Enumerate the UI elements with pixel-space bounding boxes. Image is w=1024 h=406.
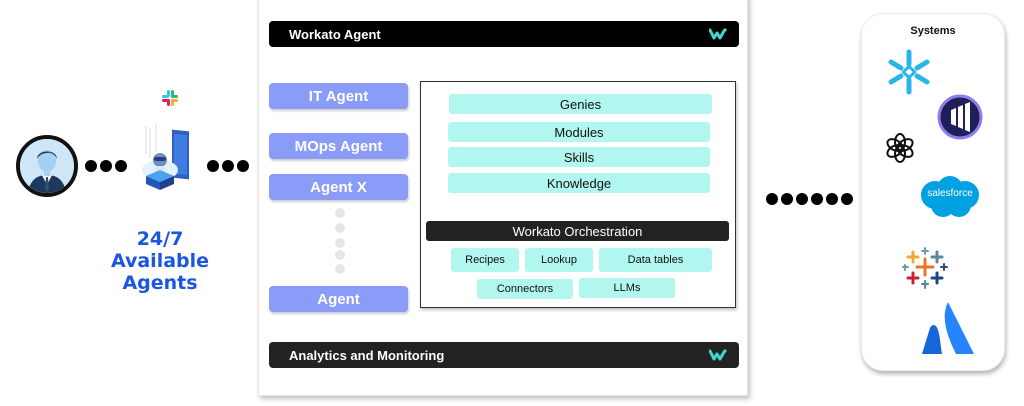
- header-title: Workato Agent: [289, 26, 381, 42]
- marketo-logo-icon: [937, 94, 983, 140]
- connector-dots-bot-agent: [207, 160, 249, 172]
- slack-icon: [161, 89, 179, 107]
- workato-logo-icon: [708, 346, 727, 365]
- agent-mops[interactable]: MOps Agent: [269, 133, 408, 159]
- ellipsis-dot: [335, 208, 345, 218]
- agent-x[interactable]: Agent X: [269, 174, 408, 200]
- footer-title: Analytics and Monitoring: [289, 347, 445, 363]
- capability-label: Knowledge: [546, 175, 612, 191]
- atlassian-logo-icon: [922, 300, 976, 356]
- salesforce-label: salesforce: [927, 188, 973, 199]
- capability-genies[interactable]: Genies: [449, 94, 712, 114]
- component-label: Lookup: [540, 254, 578, 266]
- capability-modules[interactable]: Modules: [448, 122, 710, 142]
- salesforce-logo-icon: salesforce: [917, 175, 983, 219]
- ellipsis-dot: [335, 250, 345, 260]
- component-data-tables[interactable]: Data tables: [599, 248, 712, 272]
- component-recipes[interactable]: Recipes: [451, 248, 519, 272]
- connector-dots-agent-systems: [766, 193, 853, 205]
- availability-label: 24/7 Available Agents: [95, 228, 225, 294]
- analytics-monitoring-bar: Analytics and Monitoring: [269, 342, 739, 368]
- ellipsis-dot: [335, 264, 345, 274]
- business-user-icon: [20, 139, 74, 193]
- agent-it[interactable]: IT Agent: [269, 83, 408, 109]
- availability-line-1: 24/7: [136, 228, 184, 250]
- agent-label: MOps Agent: [294, 137, 383, 155]
- workato-logo-icon: [708, 25, 727, 44]
- orchestration-title: Workato Orchestration: [512, 223, 643, 239]
- capability-knowledge[interactable]: Knowledge: [448, 173, 710, 193]
- tableau-logo-icon: [902, 246, 948, 292]
- agent-generic[interactable]: Agent: [269, 286, 408, 312]
- agent-label: Agent X: [310, 178, 367, 196]
- systems-title: Systems: [910, 25, 956, 37]
- capability-label: Genies: [559, 96, 602, 112]
- component-label: Connectors: [496, 283, 554, 295]
- workato-agent-header: Workato Agent: [269, 21, 739, 47]
- capability-label: Modules: [554, 124, 604, 140]
- component-label: Recipes: [465, 254, 505, 266]
- agent-label: Agent: [317, 290, 360, 308]
- ellipsis-dot: [335, 223, 345, 233]
- robot-agent-icon: [138, 124, 198, 198]
- availability-line-2: Available: [110, 250, 210, 272]
- capability-label: Skills: [563, 149, 595, 165]
- workato-orchestration-bar: Workato Orchestration: [426, 221, 729, 241]
- capability-skills[interactable]: Skills: [448, 147, 710, 167]
- user-avatar: [16, 135, 78, 197]
- component-lookup[interactable]: Lookup: [525, 248, 593, 272]
- component-label: Data tables: [627, 254, 684, 266]
- capabilities-box: [420, 81, 736, 308]
- availability-line-3: Agents: [122, 272, 198, 294]
- openai-logo-icon: [884, 132, 916, 164]
- component-connectors[interactable]: Connectors: [477, 279, 573, 299]
- agent-label: IT Agent: [308, 87, 369, 105]
- component-llms[interactable]: LLMs: [579, 278, 675, 298]
- component-label: LLMs: [613, 282, 641, 294]
- snowflake-logo-icon: [885, 48, 933, 96]
- ellipsis-dot: [335, 238, 345, 248]
- connector-dots-user-bot: [85, 160, 127, 172]
